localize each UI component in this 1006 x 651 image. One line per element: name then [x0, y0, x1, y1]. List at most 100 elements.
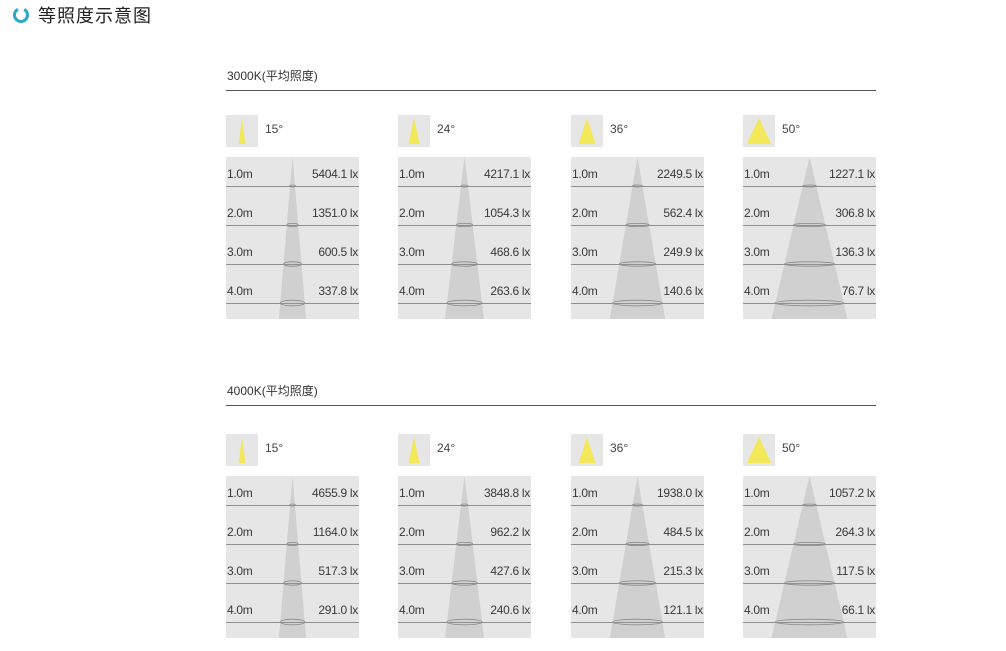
beam-angle-label: 24° [437, 122, 456, 136]
illuminance-value: 484.5 lx [663, 525, 703, 539]
section-divider [226, 90, 876, 91]
beam-angle-row: 50° [743, 115, 876, 147]
illuminance-value: 337.8 lx [318, 284, 358, 298]
distance-line [743, 225, 876, 226]
distance-row: 4.0m 337.8 lx [226, 284, 359, 304]
beam-angle-label: 36° [610, 122, 629, 136]
distance-label: 4.0m [572, 603, 598, 617]
beam-angle-row: 24° [398, 434, 531, 466]
distance-line [226, 583, 359, 584]
illuminance-value: 121.1 lx [663, 603, 703, 617]
beam-icon [226, 434, 258, 466]
distance-line [571, 544, 704, 545]
spot-ellipse [774, 299, 845, 307]
distance-line [571, 303, 704, 304]
distance-label: 4.0m [399, 603, 425, 617]
section-divider [226, 405, 876, 406]
distance-line [743, 583, 876, 584]
illuminance-value: 517.3 lx [318, 564, 358, 578]
distance-label: 3.0m [572, 245, 598, 259]
illuminance-value: 468.6 lx [490, 245, 530, 259]
illuminance-value: 240.6 lx [490, 603, 530, 617]
distance-line [226, 186, 359, 187]
illuminance-value: 306.8 lx [835, 206, 875, 220]
distance-label: 1.0m [744, 486, 770, 500]
distance-line [743, 186, 876, 187]
distance-row: 3.0m 117.5 lx [743, 564, 876, 584]
distance-label: 3.0m [744, 245, 770, 259]
light-cone [609, 157, 666, 319]
distance-label: 2.0m [227, 525, 253, 539]
illuminance-value: 117.5 lx [836, 564, 875, 578]
illuminance-value: 962.2 lx [490, 525, 530, 539]
distance-row: 4.0m 240.6 lx [398, 603, 531, 623]
distance-label: 4.0m [227, 284, 253, 298]
spot-ellipse [446, 618, 483, 626]
beam-triangle [578, 437, 596, 463]
illuminance-value: 1057.2 lx [828, 486, 875, 500]
distance-line [743, 505, 876, 506]
beam-angle-row: 50° [743, 434, 876, 466]
illuminance-value: 66.1 lx [841, 603, 876, 617]
beam-angle-row: 24° [398, 115, 531, 147]
distance-line [226, 505, 359, 506]
spot-ellipse [774, 618, 845, 626]
illuminance-value: 215.3 lx [663, 564, 703, 578]
illuminance-value: 600.5 lx [318, 245, 358, 259]
distance-label: 3.0m [227, 245, 253, 259]
distance-row: 1.0m 1057.2 lx [743, 486, 876, 506]
illuminance-value: 5404.1 lx [311, 167, 358, 181]
ring-icon [13, 7, 29, 23]
illuminance-value: 264.3 lx [835, 525, 875, 539]
page-title: 等照度示意图 [38, 6, 152, 26]
beam-triangle [238, 118, 246, 144]
light-cone [609, 476, 666, 638]
illuminance-value: 76.7 lx [841, 284, 876, 298]
distance-label: 2.0m [744, 206, 770, 220]
illuminance-value: 3848.8 lx [483, 486, 530, 500]
page-header: 等照度示意图 [12, 4, 152, 26]
beam-angle-label: 24° [437, 441, 456, 455]
distance-line [571, 505, 704, 506]
beam-angle-row: 36° [571, 434, 704, 466]
illuminance-value: 263.6 lx [490, 284, 530, 298]
spot-ellipse [279, 618, 306, 626]
beam-triangle [238, 437, 246, 463]
beam-triangle [408, 437, 420, 463]
light-cone [771, 476, 848, 638]
illuminance-value: 291.0 lx [318, 603, 358, 617]
spot-ellipse [446, 299, 483, 307]
beam-angle-row: 36° [571, 115, 704, 147]
distance-label: 3.0m [744, 564, 770, 578]
distance-line [571, 264, 704, 265]
beam-triangle [408, 118, 420, 144]
distance-line [398, 505, 531, 506]
beam-icon [398, 434, 430, 466]
